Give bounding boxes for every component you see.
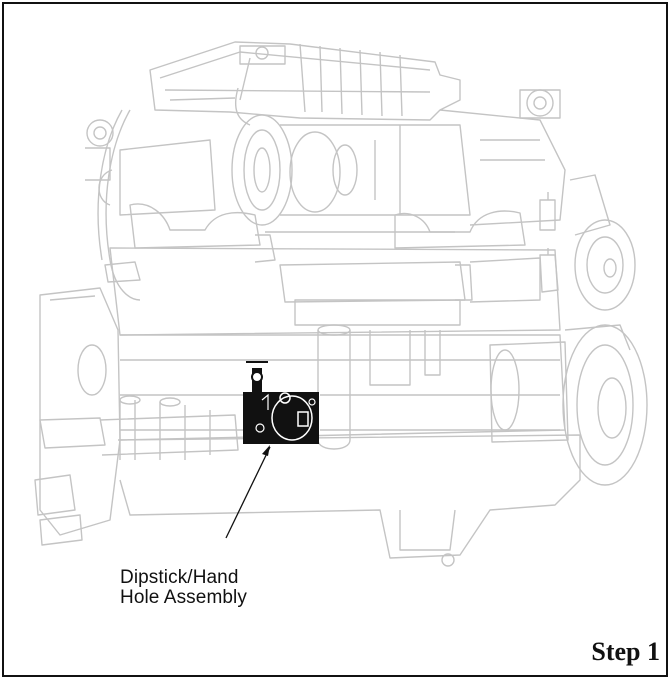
step-label: Step 1: [591, 637, 660, 666]
engine-illustration: [34, 41, 648, 567]
leader-line: [225, 445, 271, 539]
callout-line-2: Hole Assembly: [120, 587, 247, 608]
dipstick-hand-hole-assembly: [243, 361, 319, 444]
callout-label: Dipstick/Hand Hole Assembly: [120, 568, 247, 608]
callout-line-1: Dipstick/Hand: [120, 567, 239, 588]
